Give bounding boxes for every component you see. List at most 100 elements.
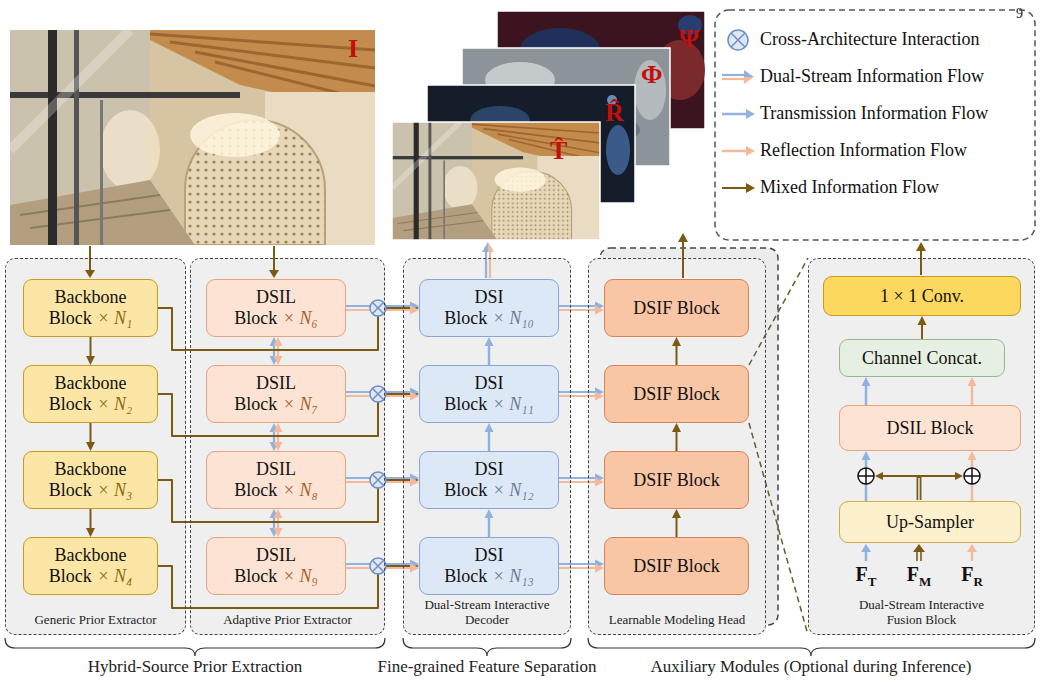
connector-line: [971, 384, 974, 405]
connector: [918, 316, 927, 339]
module-group: Dual-Stream Interactive DecoderDSI Block…: [403, 258, 571, 635]
block-box: DSI Block× N₁₃: [419, 537, 559, 595]
arrow-head: [86, 356, 95, 365]
add-symbol: [964, 468, 980, 484]
arrow-head: [862, 451, 871, 460]
flow-arrow: [85, 233, 926, 278]
add-symbol: [858, 468, 874, 484]
block-label: DSIF Block: [633, 470, 720, 490]
repeat-count: × N₇: [283, 394, 318, 414]
fusion-lines: [917, 476, 922, 500]
legend-box: [728, 30, 748, 50]
block-box: DSIF Block: [604, 279, 749, 337]
connector: [559, 474, 604, 487]
image-label: Ψ: [679, 24, 699, 54]
fusion-lines: [919, 475, 955, 477]
fusion-lines: [918, 478, 919, 501]
block-label: 1 × 1 Conv.: [880, 286, 964, 306]
fusion-lines: [971, 552, 974, 561]
input-photo: [10, 30, 375, 245]
connector: [485, 337, 494, 365]
legend-box: [744, 77, 754, 84]
block-label-holder: DSIL Block× N₆: [226, 287, 326, 328]
block-label-holder: DSIL Block× N₉: [226, 545, 326, 586]
connector: [559, 560, 604, 573]
block-label-holder: DSIL Block: [887, 418, 974, 439]
repeat-count: × N₂: [97, 394, 132, 414]
group-label: Adaptive Prior Extractor: [223, 612, 352, 627]
flow-arrow: [488, 242, 494, 252]
connector: [158, 476, 419, 523]
connector: [86, 509, 95, 537]
cross-interaction-symbol: [370, 472, 386, 488]
cross-interaction-symbol: [373, 561, 384, 572]
connector-line: [865, 384, 868, 405]
flow-arrow: [482, 242, 488, 252]
feature-label: FM: [907, 563, 932, 590]
block-label: DSIF Block: [633, 298, 720, 318]
text-label: Fine-grained Feature Separation: [377, 657, 596, 677]
connector: [672, 509, 681, 537]
output-stack: [392, 122, 600, 240]
flow-arrow: [489, 251, 491, 278]
legend-text: Reflection Information Flow: [760, 140, 967, 161]
arrow-head: [485, 509, 494, 518]
connector-line: [559, 391, 597, 393]
flow-arrow: [920, 251, 922, 275]
arrow-head: [410, 306, 419, 315]
legend-box: [722, 113, 746, 116]
module-group: Generic Prior Extractor Backbone Block× N…: [5, 258, 186, 635]
arrow-head: [862, 377, 871, 386]
arrow-head: [274, 442, 283, 451]
group-ground: [190, 258, 385, 635]
group-ground: [808, 258, 1035, 635]
group-label-holder: Dual-Stream Interactive Decoder: [404, 598, 570, 628]
text-label: Auxiliary Modules (Optional during Infer…: [650, 657, 971, 677]
block-label-holder: DSIL Block× N₈: [226, 459, 326, 500]
block-label-holder: DSI Block× N₁₀: [439, 287, 539, 328]
legend-box: [722, 187, 746, 189]
fusion-lines: [913, 544, 925, 552]
arrow-head: [672, 337, 681, 346]
module-group: Adaptive Prior Extractor DSIL Block× N₆ DS…: [190, 258, 385, 635]
connector: [559, 388, 604, 401]
block-box: Channel Concat.: [839, 339, 1005, 377]
flow-arrow: [269, 270, 279, 278]
arrow-head: [410, 478, 419, 487]
block-box: DSIF Block: [604, 365, 749, 423]
connector-line: [488, 516, 491, 537]
connector: [158, 304, 419, 351]
block-box: DSIL Block: [839, 405, 1021, 451]
output-stack: [392, 122, 600, 240]
block-label-holder: DSIF Block: [633, 470, 720, 491]
group-ground: [5, 248, 1035, 635]
block-box: DSIF Block: [604, 537, 749, 595]
arrow-head: [274, 337, 283, 346]
fusion-lines: [920, 552, 922, 561]
connector: [559, 302, 604, 315]
block-label: DSIL Block: [887, 418, 974, 438]
block-label-holder: Backbone Block× N₄: [41, 545, 141, 586]
cross-interaction-symbol: [370, 386, 386, 402]
repeat-count: × N₈: [283, 480, 318, 500]
module-group: Learnable Modeling HeadDSIF BlockDSIF Bl…: [588, 258, 766, 635]
connector: [86, 337, 95, 365]
legend-text: Dual-Stream Information Flow: [760, 66, 984, 87]
block-label: DSIF Block: [633, 556, 720, 576]
block-label-holder: Channel Concat.: [862, 348, 982, 369]
connector-line: [488, 344, 491, 365]
block-label-holder: 1 × 1 Conv.: [880, 286, 964, 307]
fusion-lines: [916, 552, 918, 561]
connector-line: [559, 309, 597, 311]
group-label-holder: Learnable Modeling Head: [589, 613, 765, 628]
arrow-head: [274, 509, 283, 518]
fusion-lines: [865, 552, 868, 561]
fusion-lines: [861, 544, 871, 552]
group-label-holder: Generic Prior Extractor: [6, 613, 185, 628]
repeat-count: × N₁₁: [493, 394, 534, 414]
connector-line: [559, 305, 597, 307]
input-photo: [10, 30, 375, 245]
legend-box: [715, 10, 1035, 240]
repeat-count: × N₁: [97, 308, 132, 328]
arrow-head: [918, 316, 927, 325]
